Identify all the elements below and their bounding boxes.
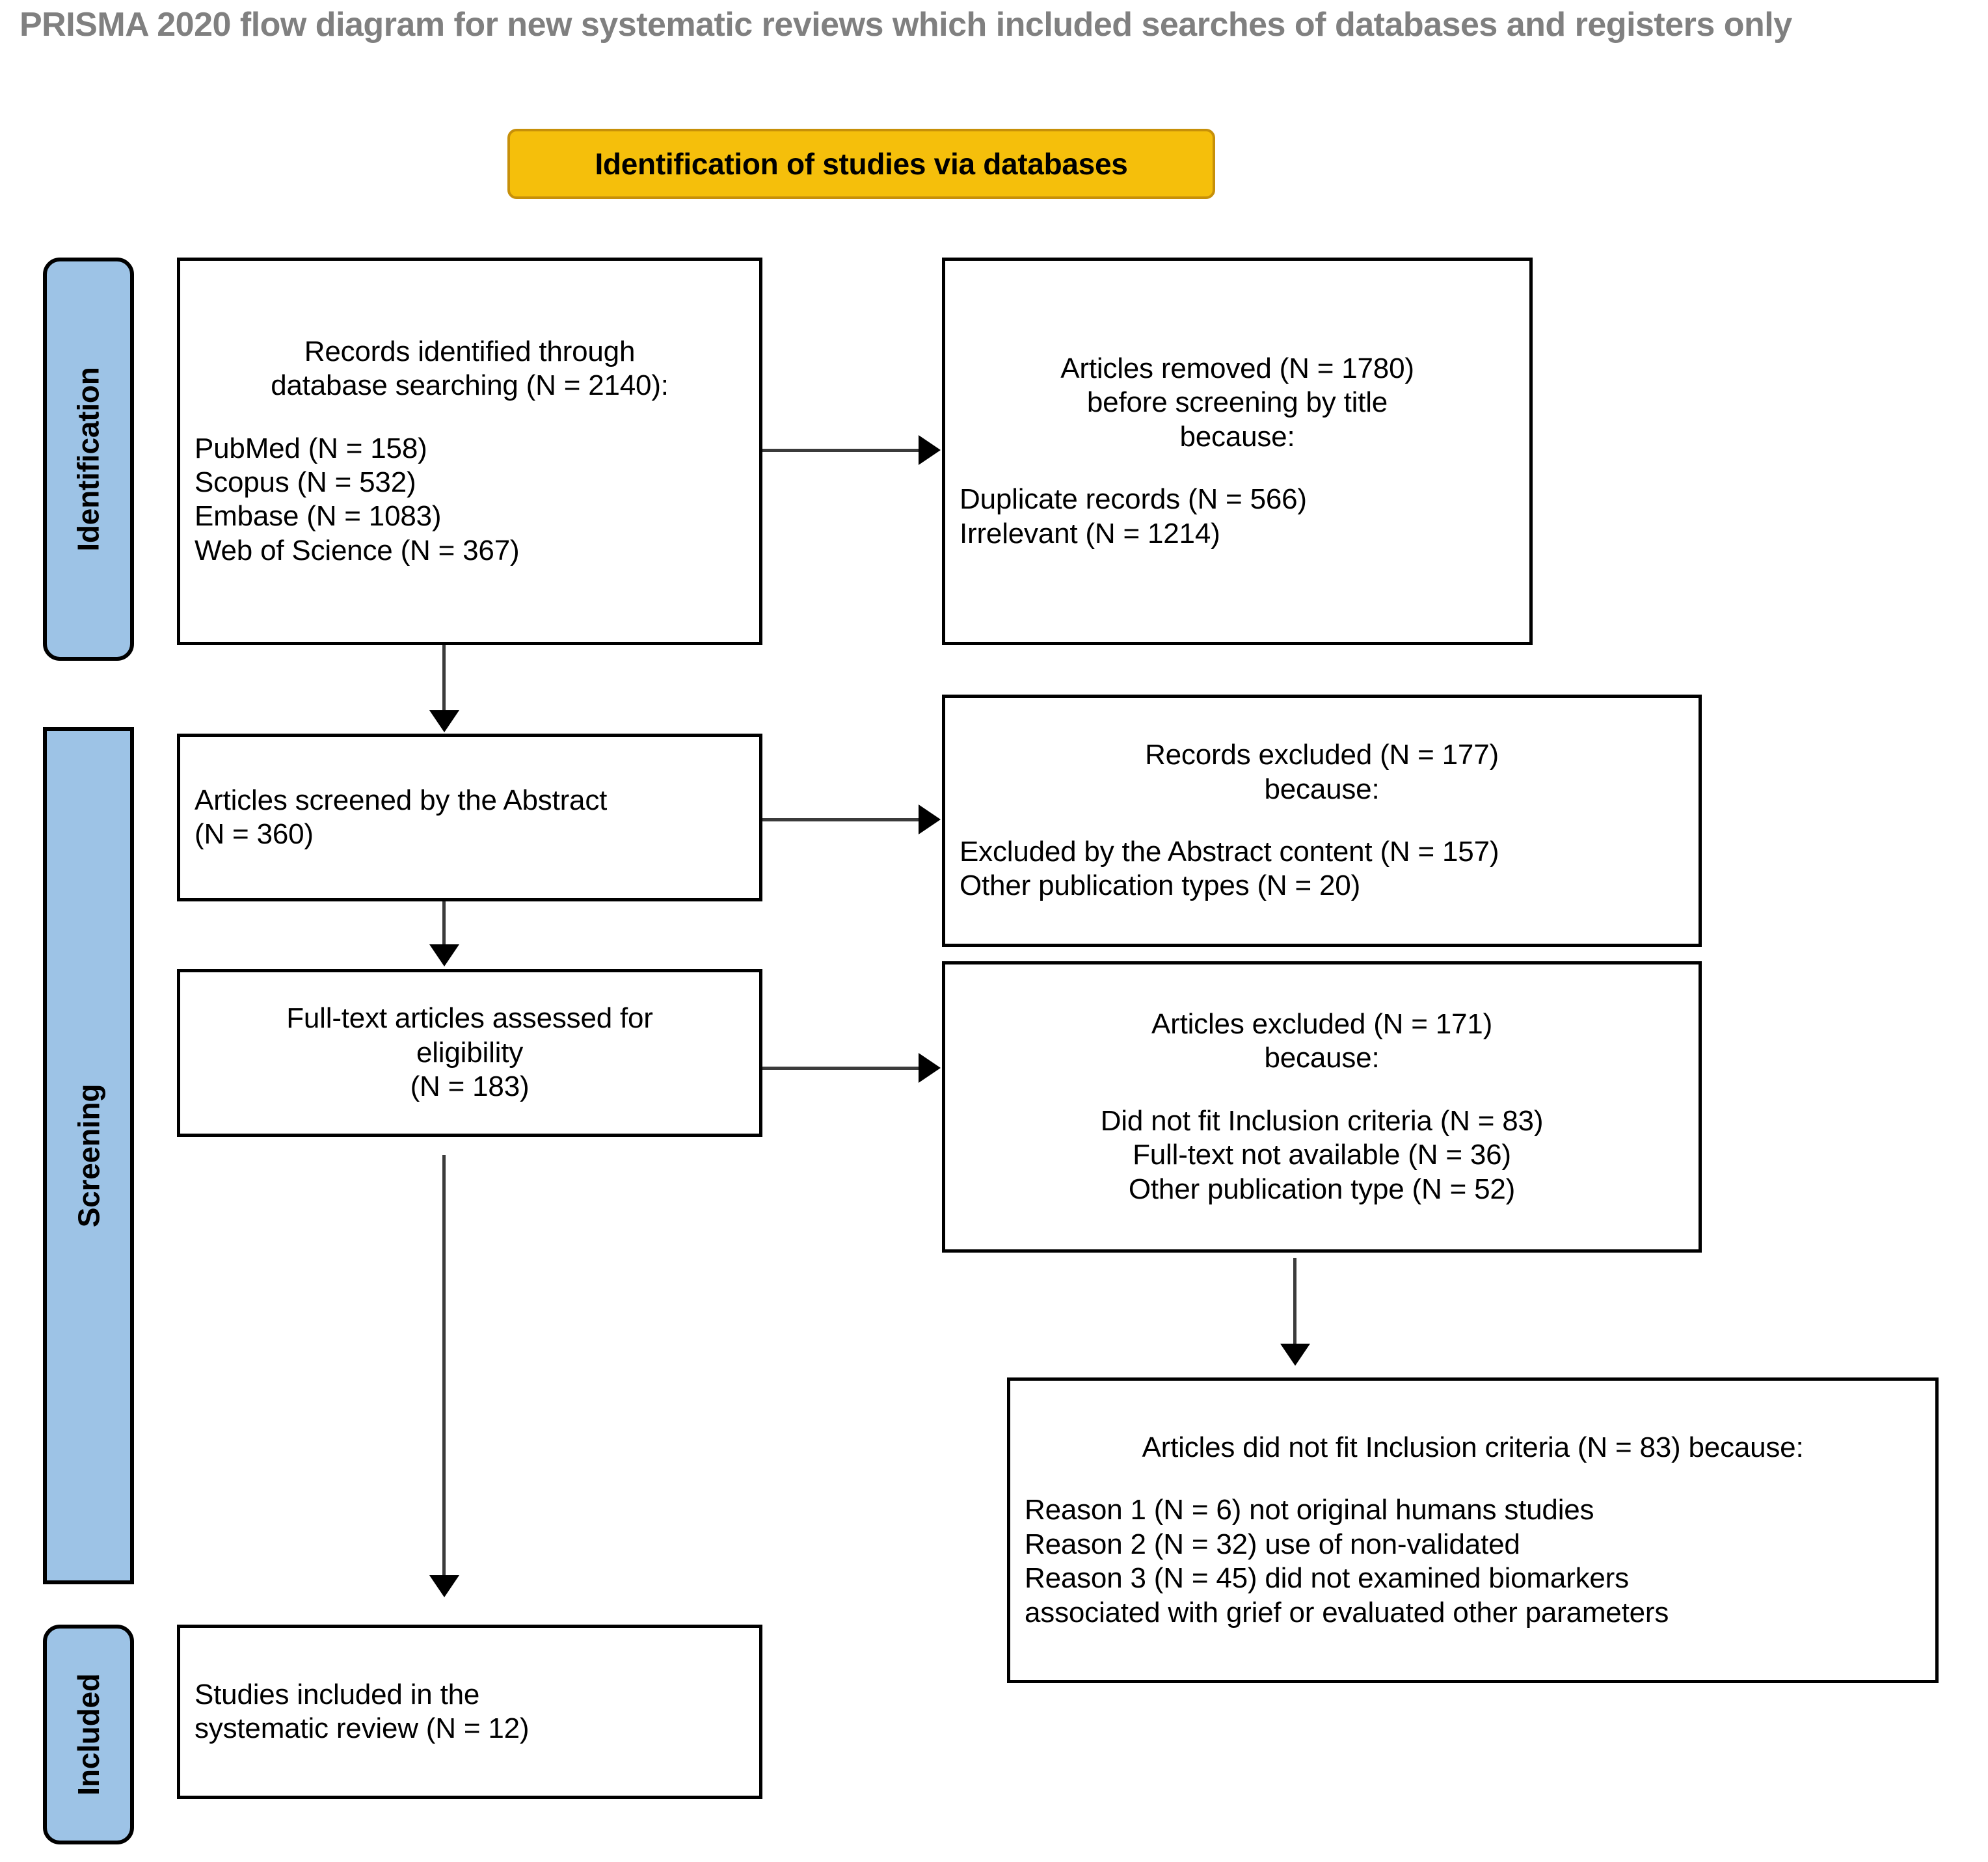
box-articles-screened: Articles screened by the Abstract (N = 3… — [177, 734, 762, 901]
spacer — [1025, 1465, 1921, 1493]
inclusion-reason-2: Reason 2 (N = 32) use of non-validated — [1025, 1528, 1520, 1560]
records-identified-line2: database searching (N = 2140): — [271, 369, 669, 402]
connector-records-to-removed-line — [762, 449, 920, 452]
articles-screened-line1: Articles screened by the Abstract — [195, 784, 608, 816]
connector-screened-to-excluded-arrow — [919, 805, 941, 834]
box-fulltext-assessed: Full-text articles assessed for eligibil… — [177, 969, 762, 1137]
connector-screened-to-fulltext-line — [442, 901, 446, 944]
inclusion-reason-1: Reason 1 (N = 6) not original humans stu… — [1025, 1494, 1594, 1526]
stage-label-screening: Screening — [43, 727, 134, 1584]
connector-records-to-screened-arrow — [429, 710, 459, 732]
spacer — [960, 1076, 1684, 1104]
records-identified-source-embase: Embase (N = 1083) — [195, 500, 442, 533]
connector-fulltext-to-excluded-line — [762, 1067, 920, 1070]
stage-label-identification-text: Identification — [72, 367, 106, 552]
stage-label-screening-text: Screening — [72, 1084, 106, 1228]
connector-screened-to-excluded-line — [762, 818, 920, 821]
connector-excluded-to-reasons-line — [1293, 1258, 1296, 1344]
articles-excluded-line1: Articles excluded (N = 171) — [1151, 1008, 1493, 1041]
records-identified-source-wos: Web of Science (N = 367) — [195, 534, 520, 566]
box-articles-removed: Articles removed (N = 1780) before scree… — [942, 258, 1533, 645]
identification-banner-label: Identification of studies via databases — [595, 147, 1128, 181]
fulltext-assessed-line1: Full-text articles assessed for — [286, 1002, 653, 1035]
articles-removed-line2: before screening by title — [1086, 386, 1388, 419]
articles-excluded-reason-inclusion: Did not fit Inclusion criteria (N = 83) — [1100, 1104, 1544, 1137]
articles-screened-line2: (N = 360) — [195, 818, 314, 850]
identification-banner: Identification of studies via databases — [507, 129, 1215, 199]
box-inclusion-criteria-reasons: Articles did not fit Inclusion criteria … — [1007, 1377, 1939, 1683]
records-identified-line1: Records identified through — [304, 335, 636, 367]
stage-label-identification: Identification — [43, 258, 134, 661]
articles-removed-reason-irrelevant: Irrelevant (N = 1214) — [960, 517, 1220, 550]
inclusion-reasons-line1: Articles did not fit Inclusion criteria … — [1142, 1431, 1804, 1464]
connector-screened-to-fulltext-arrow — [429, 944, 459, 966]
box-records-identified: Records identified through database sear… — [177, 258, 762, 645]
articles-excluded-reason-fulltext: Full-text not available (N = 36) — [1133, 1139, 1511, 1171]
articles-removed-reason-duplicate: Duplicate records (N = 566) — [960, 483, 1307, 516]
stage-label-included: Included — [43, 1625, 134, 1844]
connector-records-to-screened-line — [442, 645, 446, 710]
inclusion-reason-3-cont: associated with grief or evaluated other… — [1025, 1596, 1669, 1629]
records-identified-source-scopus: Scopus (N = 532) — [195, 466, 416, 498]
articles-excluded-reason-pubtype: Other publication type (N = 52) — [1128, 1173, 1516, 1205]
spacer — [195, 403, 745, 432]
connector-records-to-removed-arrow — [919, 435, 941, 465]
records-excluded-reason-abstract: Excluded by the Abstract content (N = 15… — [960, 836, 1499, 868]
articles-removed-line3: because: — [1179, 420, 1295, 453]
studies-included-line2: systematic review (N = 12) — [195, 1712, 530, 1744]
articles-removed-line1: Articles removed (N = 1780) — [1060, 352, 1414, 385]
records-excluded-line2: because: — [1264, 773, 1380, 805]
fulltext-assessed-line3: (N = 183) — [410, 1071, 530, 1103]
spacer — [960, 454, 1515, 483]
studies-included-line1: Studies included in the — [195, 1678, 480, 1710]
connector-fulltext-to-included-line — [442, 1155, 446, 1575]
fulltext-assessed-line2: eligibility — [416, 1036, 524, 1069]
spacer — [960, 806, 1684, 835]
box-records-excluded: Records excluded (N = 177) because: Excl… — [942, 695, 1702, 947]
inclusion-reason-3: Reason 3 (N = 45) did not examined bioma… — [1025, 1562, 1629, 1595]
records-excluded-line1: Records excluded (N = 177) — [1145, 739, 1499, 771]
records-excluded-reason-pubtype: Other publication types (N = 20) — [960, 870, 1361, 902]
stage-label-included-text: Included — [72, 1673, 105, 1796]
page-title: PRISMA 2020 flow diagram for new systema… — [20, 6, 1792, 44]
records-identified-source-pubmed: PubMed (N = 158) — [195, 432, 427, 464]
box-articles-excluded: Articles excluded (N = 171) because: Did… — [942, 961, 1702, 1253]
connector-fulltext-to-excluded-arrow — [919, 1053, 941, 1083]
connector-fulltext-to-included-arrow — [429, 1575, 459, 1597]
articles-excluded-line2: because: — [1264, 1042, 1380, 1074]
connector-excluded-to-reasons-arrow — [1280, 1344, 1310, 1366]
box-studies-included: Studies included in the systematic revie… — [177, 1625, 762, 1799]
